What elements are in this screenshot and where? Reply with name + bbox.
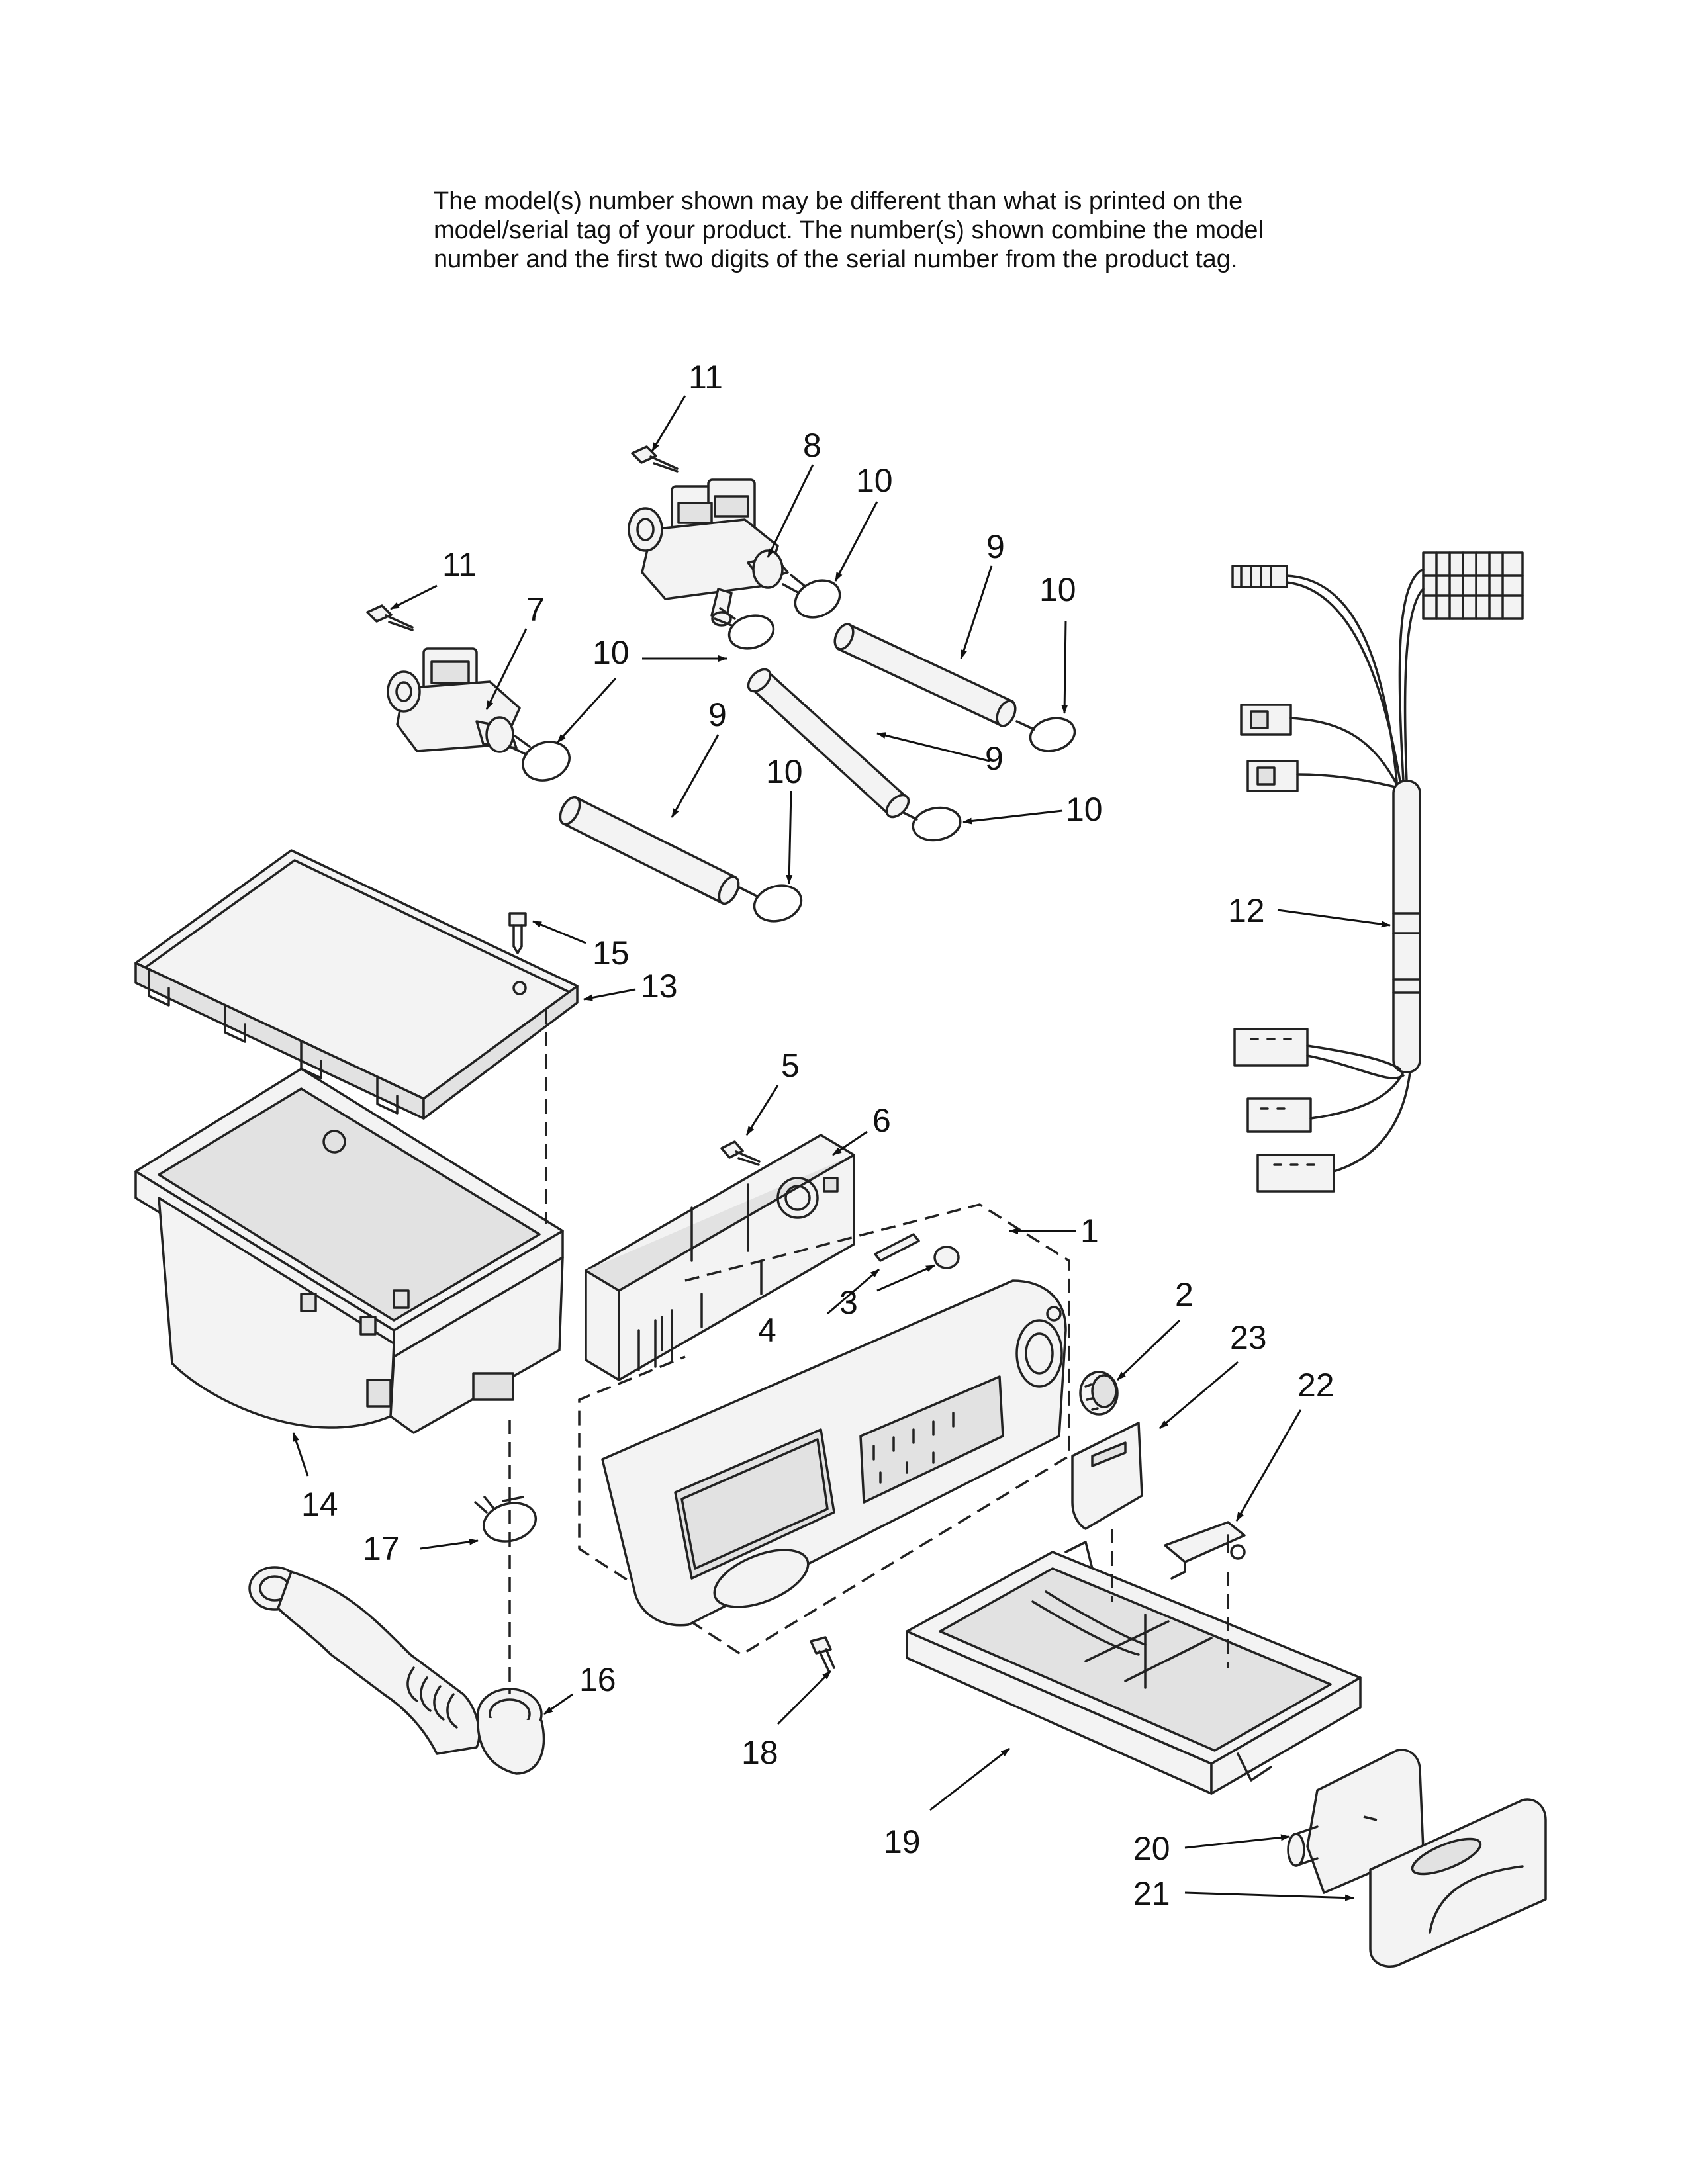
notice-line-2: model/serial tag of your product. The nu… xyxy=(434,216,1264,244)
callout-18: 18 xyxy=(741,1734,778,1771)
callout-11-top: 11 xyxy=(688,359,723,396)
callout-12: 12 xyxy=(1228,892,1265,929)
part-siphon-22 xyxy=(1164,1521,1246,1580)
callout-10-mid: 10 xyxy=(592,634,630,671)
part-clamp-10-a xyxy=(782,574,841,619)
callout-19: 19 xyxy=(884,1823,921,1860)
part-console-1 xyxy=(601,1279,1067,1627)
alignment-line-20-21 xyxy=(1363,1815,1378,1821)
part-siphon-cap-23 xyxy=(1071,1422,1143,1530)
callout-5: 5 xyxy=(781,1047,800,1084)
part-drawer-handle-20 xyxy=(1287,1749,1425,1894)
callout-21: 21 xyxy=(1133,1875,1170,1912)
callout-14: 14 xyxy=(301,1486,338,1523)
callout-13: 13 xyxy=(641,968,678,1005)
part-water-valve-8 xyxy=(628,478,789,627)
callout-9-top: 9 xyxy=(986,528,1005,565)
callout-22: 22 xyxy=(1297,1367,1335,1404)
leader-lines xyxy=(292,395,1391,1901)
callout-9-left: 9 xyxy=(708,696,727,733)
model-number-notice: The model(s) number shown may be differe… xyxy=(434,187,1360,274)
part-water-valve-7 xyxy=(387,647,521,753)
part-screw-18 xyxy=(810,1636,835,1672)
part-dispenser-drawer-19 xyxy=(906,1541,1362,1795)
callout-2: 2 xyxy=(1175,1276,1194,1313)
part-clamp-10-e xyxy=(897,806,962,842)
part-knob-2 xyxy=(1079,1371,1119,1416)
part-drawer-front-21 xyxy=(1369,1798,1547,1968)
part-screw-11-left xyxy=(366,604,414,631)
part-clamp-10-d xyxy=(1015,717,1076,752)
callout-10-right: 10 xyxy=(1039,571,1076,608)
part-clamp-10-b xyxy=(714,607,775,650)
callout-23: 23 xyxy=(1230,1319,1267,1356)
callout-labels: 11 8 10 11 7 10 9 10 9 9 10 10 12 15 13 … xyxy=(301,359,1335,1912)
callout-15: 15 xyxy=(592,934,630,972)
callout-6: 6 xyxy=(872,1102,891,1139)
callout-16: 16 xyxy=(579,1661,616,1698)
callout-11-left: 11 xyxy=(442,546,477,583)
callout-17: 17 xyxy=(363,1530,400,1567)
part-wire-harness-12 xyxy=(1231,551,1524,1193)
notice-line-1: The model(s) number shown may be differe… xyxy=(434,187,1243,215)
part-clamp-10-f xyxy=(738,884,803,923)
callout-10-lower-right: 10 xyxy=(1066,791,1103,828)
callout-7: 7 xyxy=(526,591,545,628)
callout-8: 8 xyxy=(803,427,821,464)
part-hose-9-right xyxy=(833,623,1017,727)
part-dispenser-housing-14 xyxy=(134,1068,564,1434)
notice-line-3: number and the first two digits of the s… xyxy=(434,246,1238,273)
part-screw-11-top xyxy=(631,445,679,473)
part-screw-15 xyxy=(508,912,527,954)
part-dispenser-cover-13 xyxy=(134,849,579,1120)
callout-1: 1 xyxy=(1080,1212,1099,1250)
part-clamp-10-c xyxy=(508,735,571,782)
part-hose-9-middle xyxy=(747,668,910,819)
callout-20: 20 xyxy=(1133,1830,1170,1867)
part-hose-clamp-17 xyxy=(474,1496,538,1543)
callout-3: 3 xyxy=(839,1284,858,1321)
callout-10-lower: 10 xyxy=(766,753,803,790)
part-screw-5 xyxy=(720,1140,761,1166)
part-drain-hose-16 xyxy=(248,1566,545,1775)
callout-10-top: 10 xyxy=(856,462,893,499)
part-lens-4 xyxy=(874,1233,920,1262)
part-button-3 xyxy=(933,1246,960,1269)
part-hose-9-left xyxy=(559,796,740,905)
console-assembly-boundary-1 xyxy=(578,1203,1070,1657)
callout-9-right: 9 xyxy=(985,740,1004,777)
callout-4: 4 xyxy=(758,1312,776,1349)
part-control-board-6 xyxy=(585,1134,855,1381)
